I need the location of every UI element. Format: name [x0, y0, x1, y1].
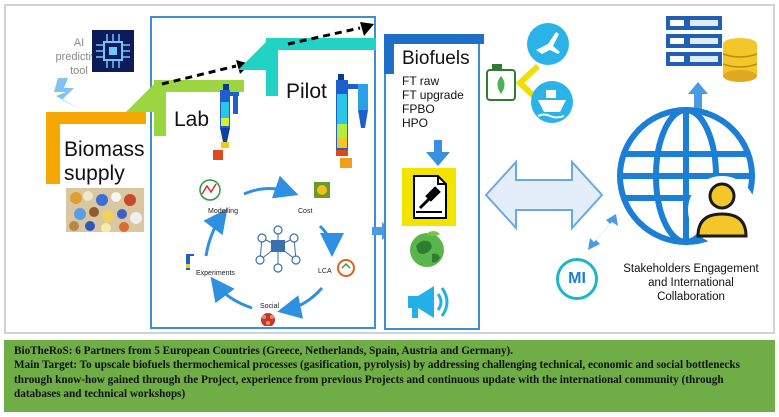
- document-signing-icon: [402, 168, 456, 226]
- biomass-label: Biomass supply: [64, 138, 145, 186]
- footer-text-box: BioTheRoS: 6 Partners from 5 European Co…: [4, 340, 775, 412]
- biofuel-item: FT upgrade: [402, 88, 464, 102]
- footer-target-text: Main Target: To upscale biofuels thermoc…: [14, 359, 740, 401]
- biomass-photo-icon: [66, 188, 144, 232]
- ai-tool-label-line3: tool: [70, 65, 88, 77]
- lightning-icon: [54, 78, 82, 110]
- cycle-node-modelling: Modelling: [208, 208, 238, 215]
- megaphone-icon: [408, 286, 449, 318]
- cycle-node-experiments: Experiments: [196, 270, 235, 277]
- biomass-step-shape: [46, 112, 146, 184]
- biomass-label-line2: supply: [64, 162, 125, 185]
- modelling-icon: [199, 179, 221, 201]
- stakeholders-label-line1: Stakeholders Engagement: [623, 263, 759, 275]
- green-earth-icon: [410, 231, 444, 267]
- pilot-to-biofuel-arrow: [287, 22, 374, 46]
- airplane-icon: [527, 23, 569, 65]
- pilot-label: Pilot: [286, 80, 327, 103]
- biomass-label-line1: Biomass: [64, 138, 145, 161]
- biofuels-list: FT raw FT upgrade FPBO HPO: [402, 74, 464, 130]
- biofuels-title: Biofuels: [402, 48, 470, 69]
- biofuels-step-shape: [384, 34, 484, 74]
- stakeholders-label: Stakeholders Engagement and Internationa…: [616, 262, 766, 304]
- ai-chip-icon: [92, 30, 134, 72]
- cycle-node-lca: LCA: [318, 268, 332, 275]
- lca-icon: [337, 259, 355, 277]
- reactor-icon: [213, 84, 239, 160]
- down-arrow-icon: [426, 140, 450, 166]
- ai-tool-label-line2: predictive: [55, 51, 103, 63]
- pilot-step-shape: [266, 38, 376, 96]
- ai-tool-label: AI predictive tool: [50, 36, 108, 78]
- fuel-canister-icon: [486, 64, 516, 101]
- social-icon: [261, 313, 275, 326]
- cycle-node-cost: Cost: [298, 208, 313, 215]
- stakeholders-label-line2: and International: [648, 277, 734, 289]
- database-icon: [666, 16, 758, 82]
- cost-icon: [314, 182, 330, 198]
- cycle-node-social: Social: [260, 303, 280, 310]
- reactor-icon: [336, 74, 368, 168]
- globe-user-icon: [617, 107, 756, 245]
- biofuel-item: FT raw: [402, 74, 440, 88]
- lab-label: Lab: [174, 108, 210, 131]
- mi-badge: MI: [556, 258, 598, 300]
- biofuel-item: FPBO: [402, 102, 435, 116]
- double-arrow: [484, 159, 604, 231]
- lab-step-shape: [154, 80, 244, 136]
- pilot-step-corner: [238, 40, 268, 70]
- stakeholders-label-line3: Collaboration: [657, 291, 725, 303]
- ai-tool-label-line1: AI: [73, 37, 85, 49]
- ship-icon: [531, 81, 573, 123]
- lab-step-corner: [126, 82, 156, 112]
- fuel-uses-bracket: [516, 63, 540, 103]
- mi-globe-arrow: [588, 214, 618, 250]
- biofuel-item: HPO: [402, 116, 429, 130]
- experiments-icon: [186, 254, 194, 270]
- footer-partners-text: BioTheRoS: 6 Partners from 5 European Co…: [14, 345, 514, 357]
- assessment-cycle: [186, 176, 355, 326]
